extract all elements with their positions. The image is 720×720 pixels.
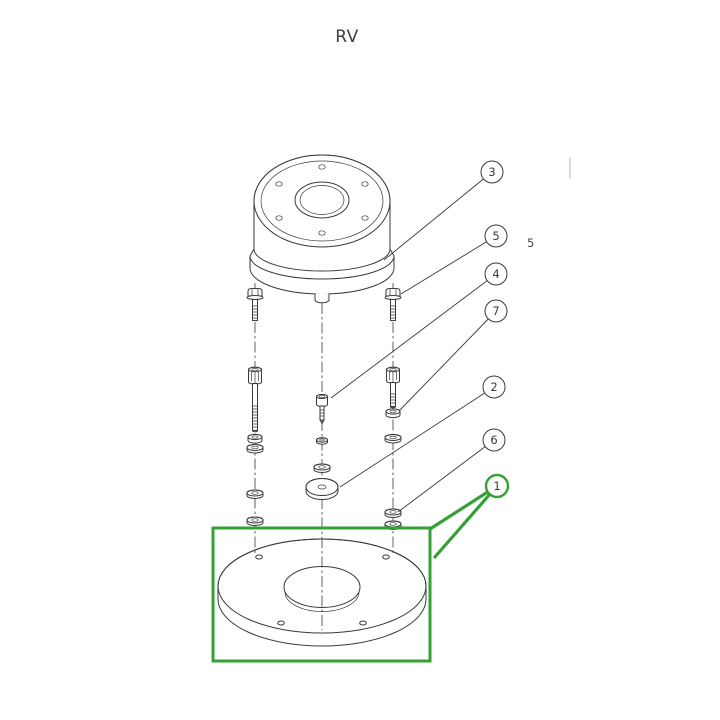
housing-seam-lower [249,255,395,280]
housing-bolt-holes [275,164,369,236]
right-fastener-stack [384,288,402,530]
housing-center-bore [299,185,345,215]
flat-washer [246,444,264,454]
highlight-wedge-line-upper [429,484,498,531]
left-fastener-stack [246,288,264,526]
leader-4 [330,273,497,399]
callout-balloon-5[interactable]: 5 [484,224,508,248]
center-fastener-stack [305,394,339,500]
svg-text:1: 1 [493,479,500,493]
housing-shaft-stub [314,293,330,304]
page-title: RV [335,27,359,47]
hex-bolt [384,288,402,321]
housing-seam-upper [253,248,391,272]
svg-text:3: 3 [488,165,495,179]
svg-text:2: 2 [490,380,497,394]
flat-washer [384,434,402,444]
flat-washer [384,508,402,518]
flat-washer [313,463,331,473]
leader-5 [400,235,497,295]
highlight-wedge-line-lower [432,484,499,560]
housing-top-rim [260,160,384,242]
leader-lines [330,171,497,513]
small-washer [316,437,328,445]
flat-washer [246,516,264,526]
lock-washer [385,408,401,419]
leader-2 [339,386,495,488]
callout-balloon-4[interactable]: 4 [484,262,508,286]
socket-head-bolt [248,366,262,433]
leader-7 [398,310,497,412]
highlight-box [211,526,432,663]
callout-balloons: 3 5 4 7 2 6 1 [480,160,510,499]
housing-part [249,154,395,304]
hex-bolt [246,288,264,321]
lock-washer [247,433,263,444]
leader-6 [397,439,495,513]
stray-label-5: 5 [527,236,534,250]
svg-text:6: 6 [490,433,497,447]
leader-3 [383,171,493,261]
part-highlight [211,484,499,663]
svg-text:5: 5 [492,229,499,243]
callout-balloon-3[interactable]: 3 [480,160,504,184]
housing-center-boss [294,181,350,219]
retainer-disc [305,478,339,500]
callout-balloon-1[interactable]: 1 [484,473,510,499]
socket-screw [316,394,328,425]
svg-text:4: 4 [492,267,499,281]
callout-balloon-2[interactable]: 2 [482,375,506,399]
flat-washer [246,489,264,499]
base-plate-bolt-holes [255,554,390,626]
socket-head-bolt [386,366,400,409]
svg-text:7: 7 [492,304,499,318]
callout-balloon-7[interactable]: 7 [484,299,508,323]
callout-balloon-6[interactable]: 6 [482,428,506,452]
